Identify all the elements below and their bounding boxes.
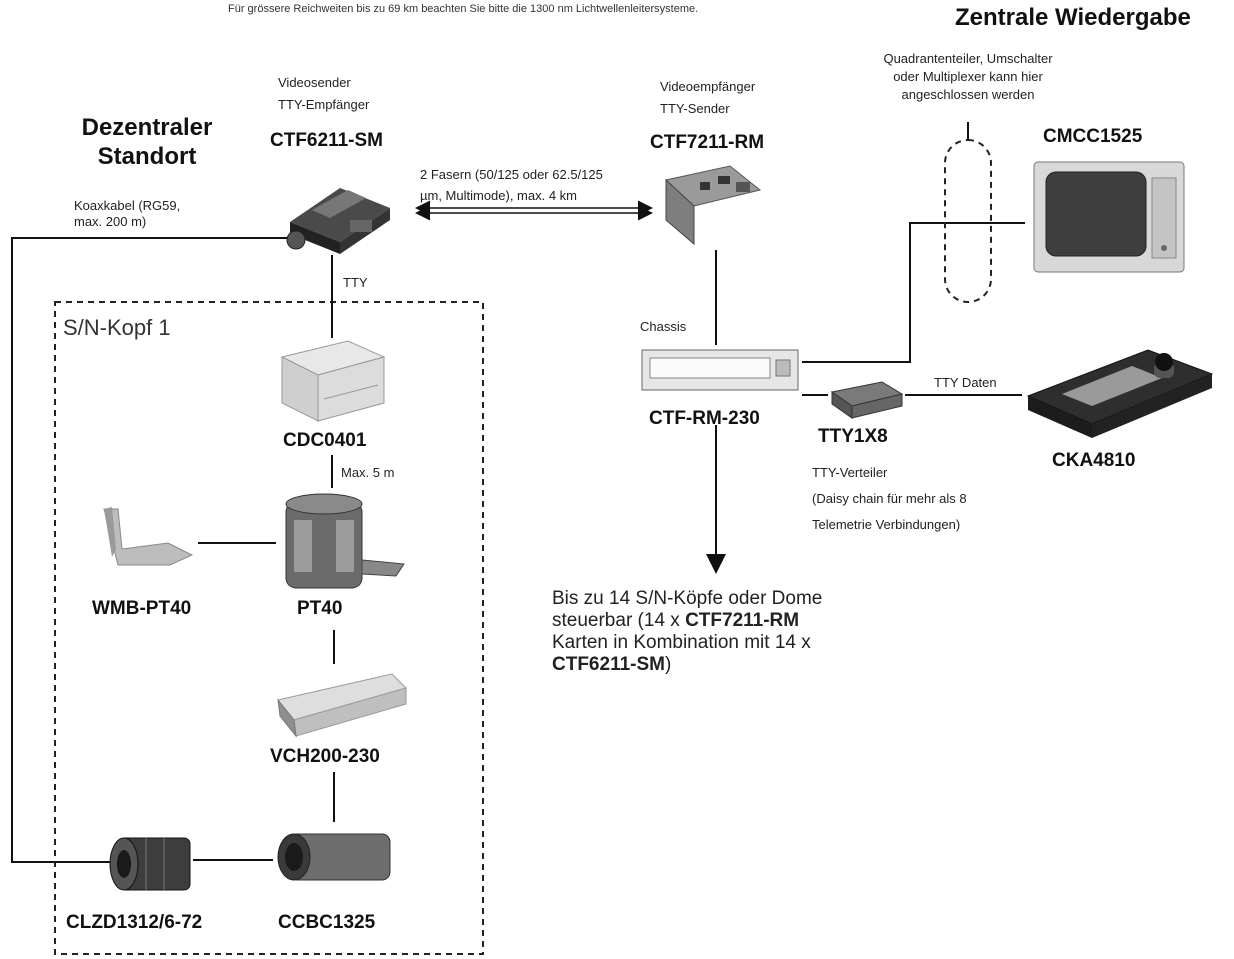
bottom-note-line2: steuerbar (14 x CTF7211-RM: [552, 610, 912, 632]
pt40-label: PT40: [297, 598, 343, 619]
fiber-label-line1: 2 Fasern (50/125 oder 62.5/125: [420, 167, 603, 182]
top-note: Für grössere Reichweiten bis zu 69 km be…: [228, 3, 699, 15]
receiver-card-icon: [664, 165, 762, 246]
fiber-label-line2: µm, Multimode), max. 4 km: [420, 188, 578, 203]
bottom-note-bold-rm: CTF7211-RM: [685, 610, 800, 631]
optional-device-capsule: [944, 139, 992, 303]
zoom-lens-icon: [109, 837, 191, 891]
ctf6211-label: CTF6211-SM: [270, 130, 383, 151]
group-label: S/N-Kopf 1: [63, 315, 171, 340]
coax-label-line2: max. 200 m): [74, 214, 147, 229]
clzd-label: CLZD1312/6-72: [66, 912, 203, 933]
cmcc1525-label: CMCC1525: [1043, 126, 1143, 147]
coax-cable-line: [11, 237, 290, 863]
control-box-icon: [280, 340, 386, 422]
bottom-note-line4-text: ): [664, 654, 672, 675]
bottom-note-line1: Bis zu 14 S/N-Köpfe oder Dome: [552, 588, 823, 609]
vch200-label: VCH200-230: [270, 746, 380, 767]
wmb-pt40-label: WMB-PT40: [92, 598, 192, 619]
monitor-icon: [1033, 161, 1185, 273]
ctf6211-role1: Videosender: [278, 75, 351, 90]
cka4810-label: CKA4810: [1052, 450, 1136, 471]
ctf7211-label: CTF7211-RM: [650, 132, 765, 153]
video-transmitter-icon: [286, 188, 390, 254]
bottom-note: Bis zu 14 S/N-Köpfe oder Dome steuerbar …: [552, 588, 912, 676]
max5-label: Max. 5 m: [341, 465, 395, 480]
ctf7211-role2: TTY-Sender: [660, 101, 730, 116]
tty-distributor-icon: [830, 381, 904, 419]
control-keyboard-icon: [1026, 349, 1214, 438]
ctf7211-role1: Videoempfänger: [660, 79, 756, 94]
pan-tilt-head-icon: [285, 493, 405, 589]
chassis-rack-icon: [641, 349, 799, 391]
central-section-title: Zentrale Wiedergabe: [955, 4, 1191, 31]
quad-note-line2: oder Multiplexer kann hier: [893, 69, 1043, 84]
bottom-note-line2-text: steuerbar (14 x: [552, 610, 686, 631]
chassis-caption: Chassis: [640, 319, 687, 334]
group-frame: [54, 301, 484, 955]
camera-housing-icon: [277, 673, 407, 738]
tty-data-label: TTY Daten: [934, 375, 997, 390]
cdc0401-label: CDC0401: [283, 430, 367, 451]
bottom-note-line3: Karten in Kombination mit 14 x: [552, 632, 811, 653]
ctf6211-role2: TTY-Empfänger: [278, 97, 370, 112]
remote-section-title-line2: Standort: [97, 143, 197, 170]
tty1x8-desc3: Telemetrie Verbindungen): [812, 517, 961, 532]
quad-note-line1: Quadrantenteiler, Umschalter: [883, 51, 1053, 66]
tty1x8-desc1: TTY-Verteiler: [812, 465, 888, 480]
tty-label: TTY: [343, 275, 368, 290]
bottom-note-bold-sm: CTF6211-SM: [552, 654, 665, 675]
coax-label-line1: Koaxkabel (RG59,: [74, 198, 181, 213]
wall-bracket-icon: [103, 507, 194, 566]
remote-section-title-line1: Dezentraler: [81, 114, 213, 141]
tty1x8-label: TTY1X8: [818, 426, 888, 447]
tty1x8-desc2: (Daisy chain für mehr als 8: [812, 491, 967, 506]
quad-note-line3: angeschlossen werden: [901, 87, 1035, 102]
bottom-note-line4: CTF6211-SM): [552, 654, 912, 676]
camera-body-icon: [277, 833, 391, 881]
ccbc1325-label: CCBC1325: [278, 912, 376, 933]
ctf-rm-230-label: CTF-RM-230: [649, 408, 760, 429]
